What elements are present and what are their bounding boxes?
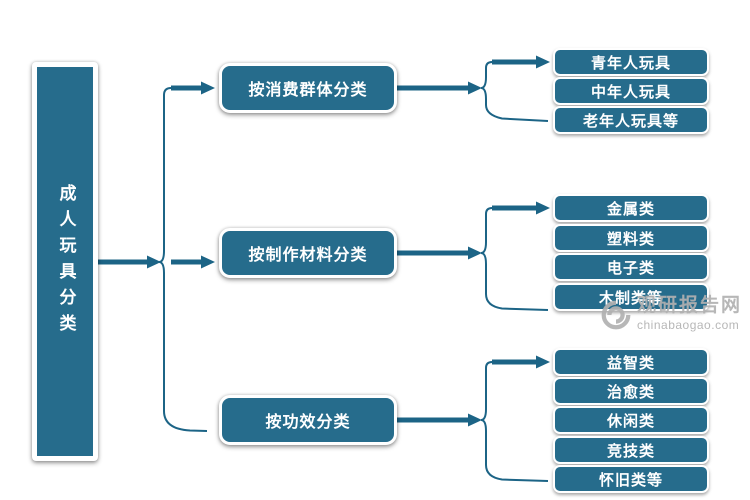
watermark-site-name: 观研报告网 <box>637 294 743 316</box>
leaf-box: 益智类 <box>553 348 709 376</box>
leaf-label: 休闲类 <box>606 411 655 430</box>
leaf-label: 治愈类 <box>606 382 655 401</box>
leaf-label: 金属类 <box>606 199 655 218</box>
leaf-box: 怀旧类等 <box>553 465 709 493</box>
leaf-label: 电子类 <box>606 258 655 277</box>
root-label: 成人玩具分类 <box>55 183 76 340</box>
branch-label: 按消费群体分类 <box>248 80 368 99</box>
leaf-label: 塑料类 <box>606 229 655 248</box>
leaf-label: 老年人玩具等 <box>582 111 679 130</box>
leaf-box: 塑料类 <box>553 224 709 252</box>
branch-label: 按功效分类 <box>265 412 351 431</box>
branch-box-material: 按制作材料分类 <box>219 228 397 278</box>
branch-box-function: 按功效分类 <box>219 395 397 445</box>
arrowheads <box>147 55 550 427</box>
leaf-box: 中年人玩具 <box>553 77 709 105</box>
leaf-box: 金属类 <box>553 194 709 222</box>
leaf-label: 益智类 <box>606 353 655 372</box>
branch-label: 按制作材料分类 <box>248 245 368 264</box>
watermark-site-url: chinabaogao.com <box>637 318 740 332</box>
leaf-label: 青年人玩具 <box>590 53 671 72</box>
root-box: 成人玩具分类 <box>32 62 98 461</box>
leaf-box: 休闲类 <box>553 406 709 434</box>
branch-box-consumer-group: 按消费群体分类 <box>219 63 397 113</box>
leaf-box: 竞技类 <box>553 436 709 464</box>
leaf-box: 老年人玩具等 <box>553 106 709 134</box>
watermark-swirl-icon <box>601 300 631 330</box>
leaf-label: 中年人玩具 <box>590 82 671 101</box>
leaf-label: 怀旧类等 <box>598 470 663 489</box>
leaf-label: 竞技类 <box>606 441 655 460</box>
leaf-box: 木制类等 <box>553 283 709 311</box>
leaf-box: 治愈类 <box>553 377 709 405</box>
leaf-box: 青年人玩具 <box>553 48 709 76</box>
watermark: 观研报告网 chinabaogao.com <box>599 292 749 344</box>
leaf-box: 电子类 <box>553 253 709 281</box>
